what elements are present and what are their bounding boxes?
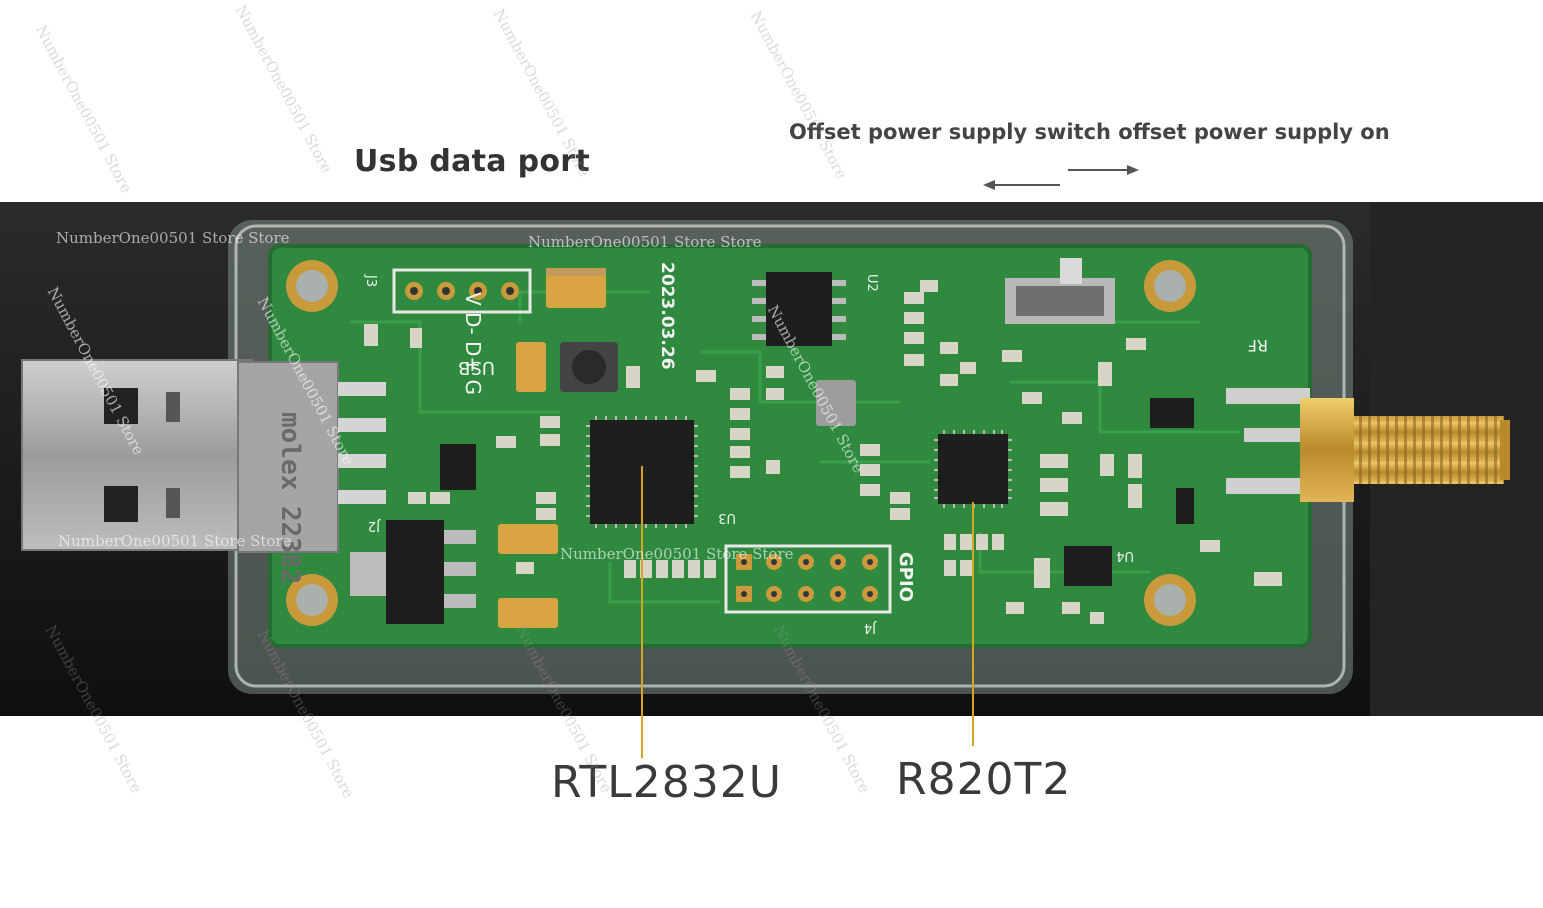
watermark-3: NumberOne00501 Store Store <box>58 532 292 550</box>
silk-pins: V D- D+ G <box>461 292 485 395</box>
silk-j4: J4 <box>864 620 877 635</box>
silk-u2: U2 <box>864 274 879 292</box>
watermark-diag-2: NumberOne00501 Store <box>231 2 336 176</box>
voltage-regulator <box>350 520 476 624</box>
offset-power-title: Offset power supply switch offset power … <box>789 120 1390 144</box>
sma-rf-connector <box>1226 388 1510 502</box>
usb-connector-brand: molex 22382 <box>275 412 305 584</box>
transistor-left <box>440 444 476 490</box>
crystal <box>816 380 856 426</box>
watermark-1: NumberOne00501 Store Store <box>56 229 290 247</box>
inductor-l10 <box>1176 488 1194 524</box>
watermark-2: NumberOne00501 Store Store <box>528 233 762 251</box>
smd-components <box>364 280 1282 624</box>
usb-header-j3 <box>392 268 532 314</box>
silk-u4: U4 <box>1116 548 1134 563</box>
usb-data-port-title: Usb data port <box>354 144 591 179</box>
silk-j2: J2 <box>368 518 381 533</box>
silk-rf: RF <box>1248 336 1268 355</box>
tantalum-capacitors <box>498 268 606 628</box>
left-arrow-icon <box>983 180 1060 190</box>
watermark-diag-4: NumberOne00501 Store <box>746 8 851 182</box>
silk-j3: J3 <box>363 274 378 287</box>
right-arrow-icon <box>1068 165 1139 175</box>
transistor-u4 <box>1064 546 1112 586</box>
gpio-header-j4 <box>724 544 892 614</box>
power-switch <box>1005 258 1115 324</box>
r820t2-chip <box>934 430 1012 508</box>
silk-u3: U3 <box>718 510 736 525</box>
watermark-diag-1: NumberOne00501 Store <box>31 22 136 196</box>
sdr-board-photo: USB V D- D+ G GPIO RF J2 J3 J4 U2 U3 U4 … <box>0 202 1543 716</box>
rtl2832u-label: RTL2832U <box>551 757 782 808</box>
mounting-holes <box>286 260 1196 626</box>
transistor-right <box>1150 398 1194 428</box>
eeprom-u2 <box>752 272 846 346</box>
usb-a-plug: molex 22382 <box>21 359 386 584</box>
r820t2-label: R820T2 <box>896 754 1072 805</box>
silk-usb: USB <box>458 357 495 378</box>
silk-date: 2023.03.26 <box>657 262 677 370</box>
switch-direction-arrows <box>983 165 1139 190</box>
silk-gpio: GPIO <box>895 552 916 602</box>
rtl2832u-leader-line-bottom <box>641 716 643 758</box>
r820t2-leader-line-bottom <box>972 716 974 746</box>
watermark-4: NumberOne00501 Store Store <box>560 545 794 563</box>
